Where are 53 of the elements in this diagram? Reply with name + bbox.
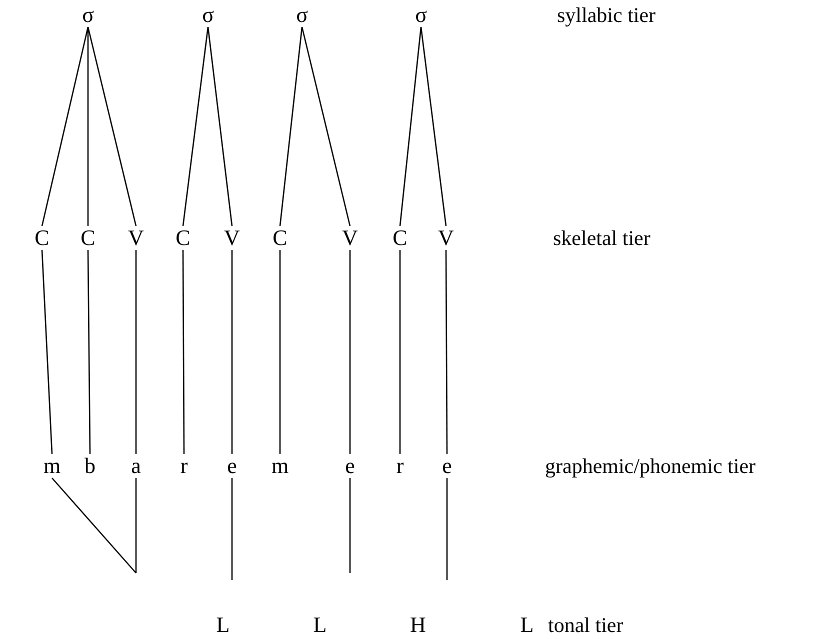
- tier-symbol: L: [216, 612, 230, 638]
- tier-symbol: V: [224, 225, 240, 251]
- association-line: [135, 478, 137, 573]
- association-line: [207, 26, 233, 226]
- tier-symbol: m: [271, 453, 289, 479]
- association-line: [279, 26, 303, 226]
- tier-label: skeletal tier: [553, 225, 650, 251]
- association-line: [349, 250, 351, 454]
- tier-symbol: σ: [415, 2, 427, 28]
- tier-symbol: b: [84, 453, 96, 479]
- tier-symbol: a: [131, 453, 141, 479]
- tier-label: graphemic/phonemic tier: [545, 453, 756, 479]
- tier-symbol: C: [34, 225, 50, 251]
- association-line: [41, 26, 89, 226]
- association-line: [87, 27, 89, 226]
- tier-symbol: e: [227, 453, 237, 479]
- tier-symbol: C: [176, 225, 190, 251]
- association-line: [135, 250, 137, 454]
- tier-symbol: m: [43, 453, 61, 479]
- tier-symbol: V: [342, 225, 358, 251]
- association-line: [182, 26, 209, 226]
- association-line: [87, 250, 91, 454]
- association-line: [41, 250, 53, 454]
- association-line: [420, 26, 447, 226]
- tier-symbol: C: [272, 225, 288, 251]
- association-line: [52, 478, 136, 574]
- tier-label: syllabic tier: [557, 2, 656, 28]
- tier-symbol: e: [442, 453, 452, 479]
- tier-symbol: r: [180, 453, 188, 479]
- association-line: [231, 478, 233, 580]
- tier-symbol: V: [128, 225, 144, 251]
- association-line: [301, 26, 351, 226]
- tier-label: tonal tier: [548, 612, 624, 638]
- tier-symbol: r: [396, 453, 404, 479]
- tier-symbol: V: [438, 225, 454, 251]
- tier-symbol: σ: [296, 2, 308, 28]
- association-line: [182, 250, 185, 454]
- tier-symbol: L: [520, 612, 534, 638]
- tier-symbol: σ: [202, 2, 214, 28]
- association-line: [87, 26, 137, 226]
- association-line: [446, 478, 448, 580]
- association-line: [349, 478, 351, 573]
- association-line: [399, 250, 401, 454]
- association-line: [231, 250, 233, 454]
- association-line: [445, 250, 448, 454]
- tier-symbol: σ: [82, 2, 94, 28]
- tier-symbol: H: [410, 612, 426, 638]
- association-line: [399, 26, 422, 226]
- association-line: [279, 250, 281, 454]
- tier-symbol: C: [80, 225, 96, 251]
- tier-symbol: L: [313, 612, 327, 638]
- tier-symbol: C: [392, 225, 408, 251]
- tier-symbol: e: [345, 453, 355, 479]
